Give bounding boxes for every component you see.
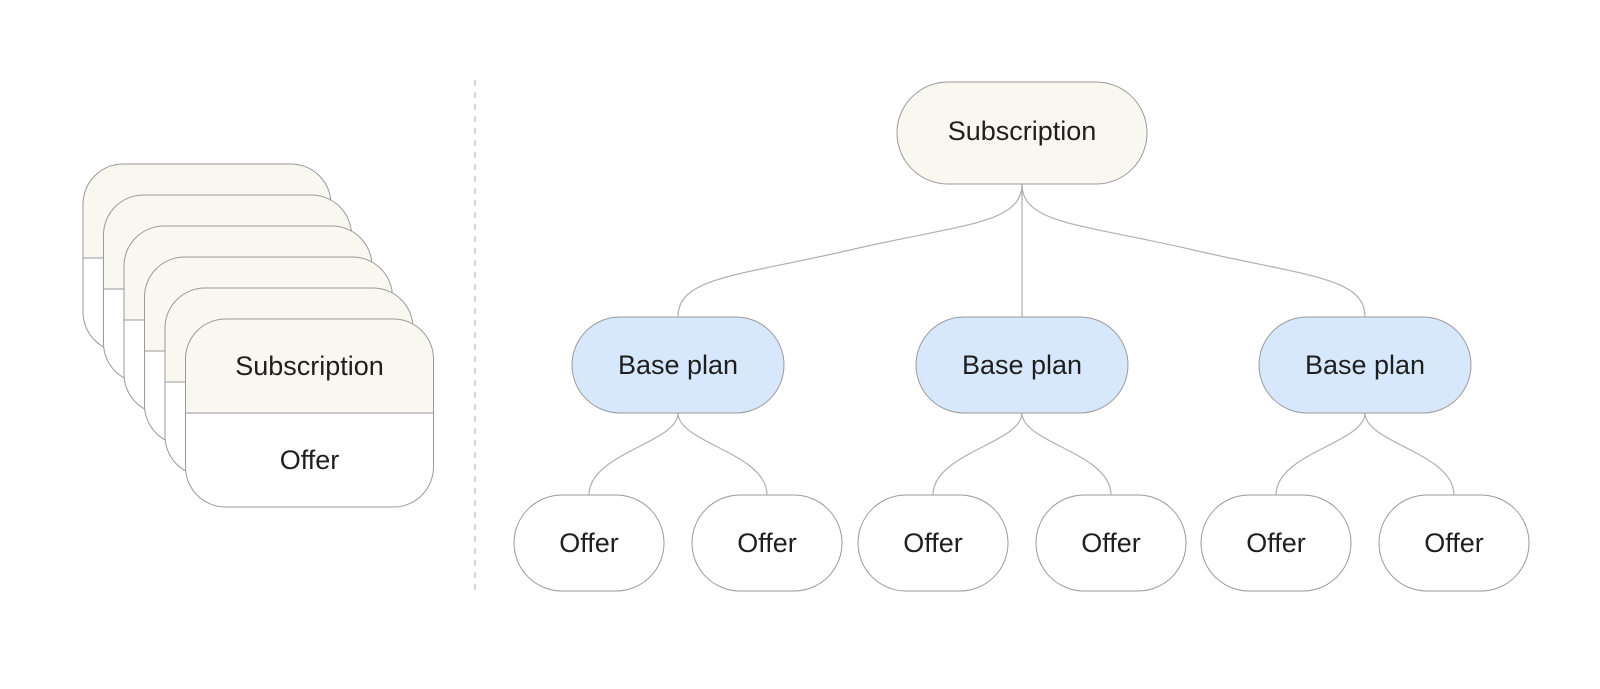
offer-label: Offer — [903, 528, 963, 558]
root-subscription-label: Subscription — [948, 116, 1097, 146]
stack-card-header — [185, 319, 434, 413]
base-plan-to-offer-connector — [932, 412, 1023, 496]
stack-offer-label: Offer — [280, 445, 340, 475]
offer-shape — [691, 494, 843, 592]
offer-shape — [1378, 494, 1530, 592]
offer-node: Offer — [1200, 494, 1352, 592]
root-to-base-plan-connector — [1021, 183, 1366, 318]
base-plan-node: Base plan — [571, 316, 785, 414]
offer-label: Offer — [1424, 528, 1484, 558]
tree-connectors — [588, 183, 1455, 496]
base-plan-node: Base plan — [1258, 316, 1472, 414]
base-plan-label: Base plan — [962, 350, 1082, 380]
offer-node: Offer — [1035, 494, 1187, 592]
base-plan-to-offer-connector — [1021, 412, 1112, 496]
base-plan-to-offer-connector — [1275, 412, 1366, 496]
base-plan-shape — [915, 316, 1129, 414]
offer-label: Offer — [559, 528, 619, 558]
root-to-base-plan-connector — [677, 183, 1023, 318]
offer-shape — [513, 494, 665, 592]
offer-label: Offer — [737, 528, 797, 558]
base-plan-to-offer-connector — [677, 412, 768, 496]
root-subscription-node: Subscription — [896, 81, 1148, 185]
stack-card-outline — [185, 318, 434, 508]
base-plan-label: Base plan — [618, 350, 738, 380]
offer-node: Offer — [513, 494, 665, 592]
offer-label: Offer — [1246, 528, 1306, 558]
offer-node: Offer — [857, 494, 1009, 592]
offer-shape — [857, 494, 1009, 592]
root-subscription-shape — [896, 81, 1148, 185]
offer-shape — [1200, 494, 1352, 592]
base-plan-to-offer-connector — [588, 412, 679, 496]
offer-label: Offer — [1081, 528, 1141, 558]
base-plan-shape — [1258, 316, 1472, 414]
base-plan-label: Base plan — [1305, 350, 1425, 380]
base-plan-to-offer-connector — [1364, 412, 1455, 496]
base-plan-shape — [571, 316, 785, 414]
base-plan-node: Base plan — [915, 316, 1129, 414]
offer-node: Offer — [691, 494, 843, 592]
offer-shape — [1035, 494, 1187, 592]
stack-subscription-label: Subscription — [235, 351, 384, 381]
offer-node: Offer — [1378, 494, 1530, 592]
